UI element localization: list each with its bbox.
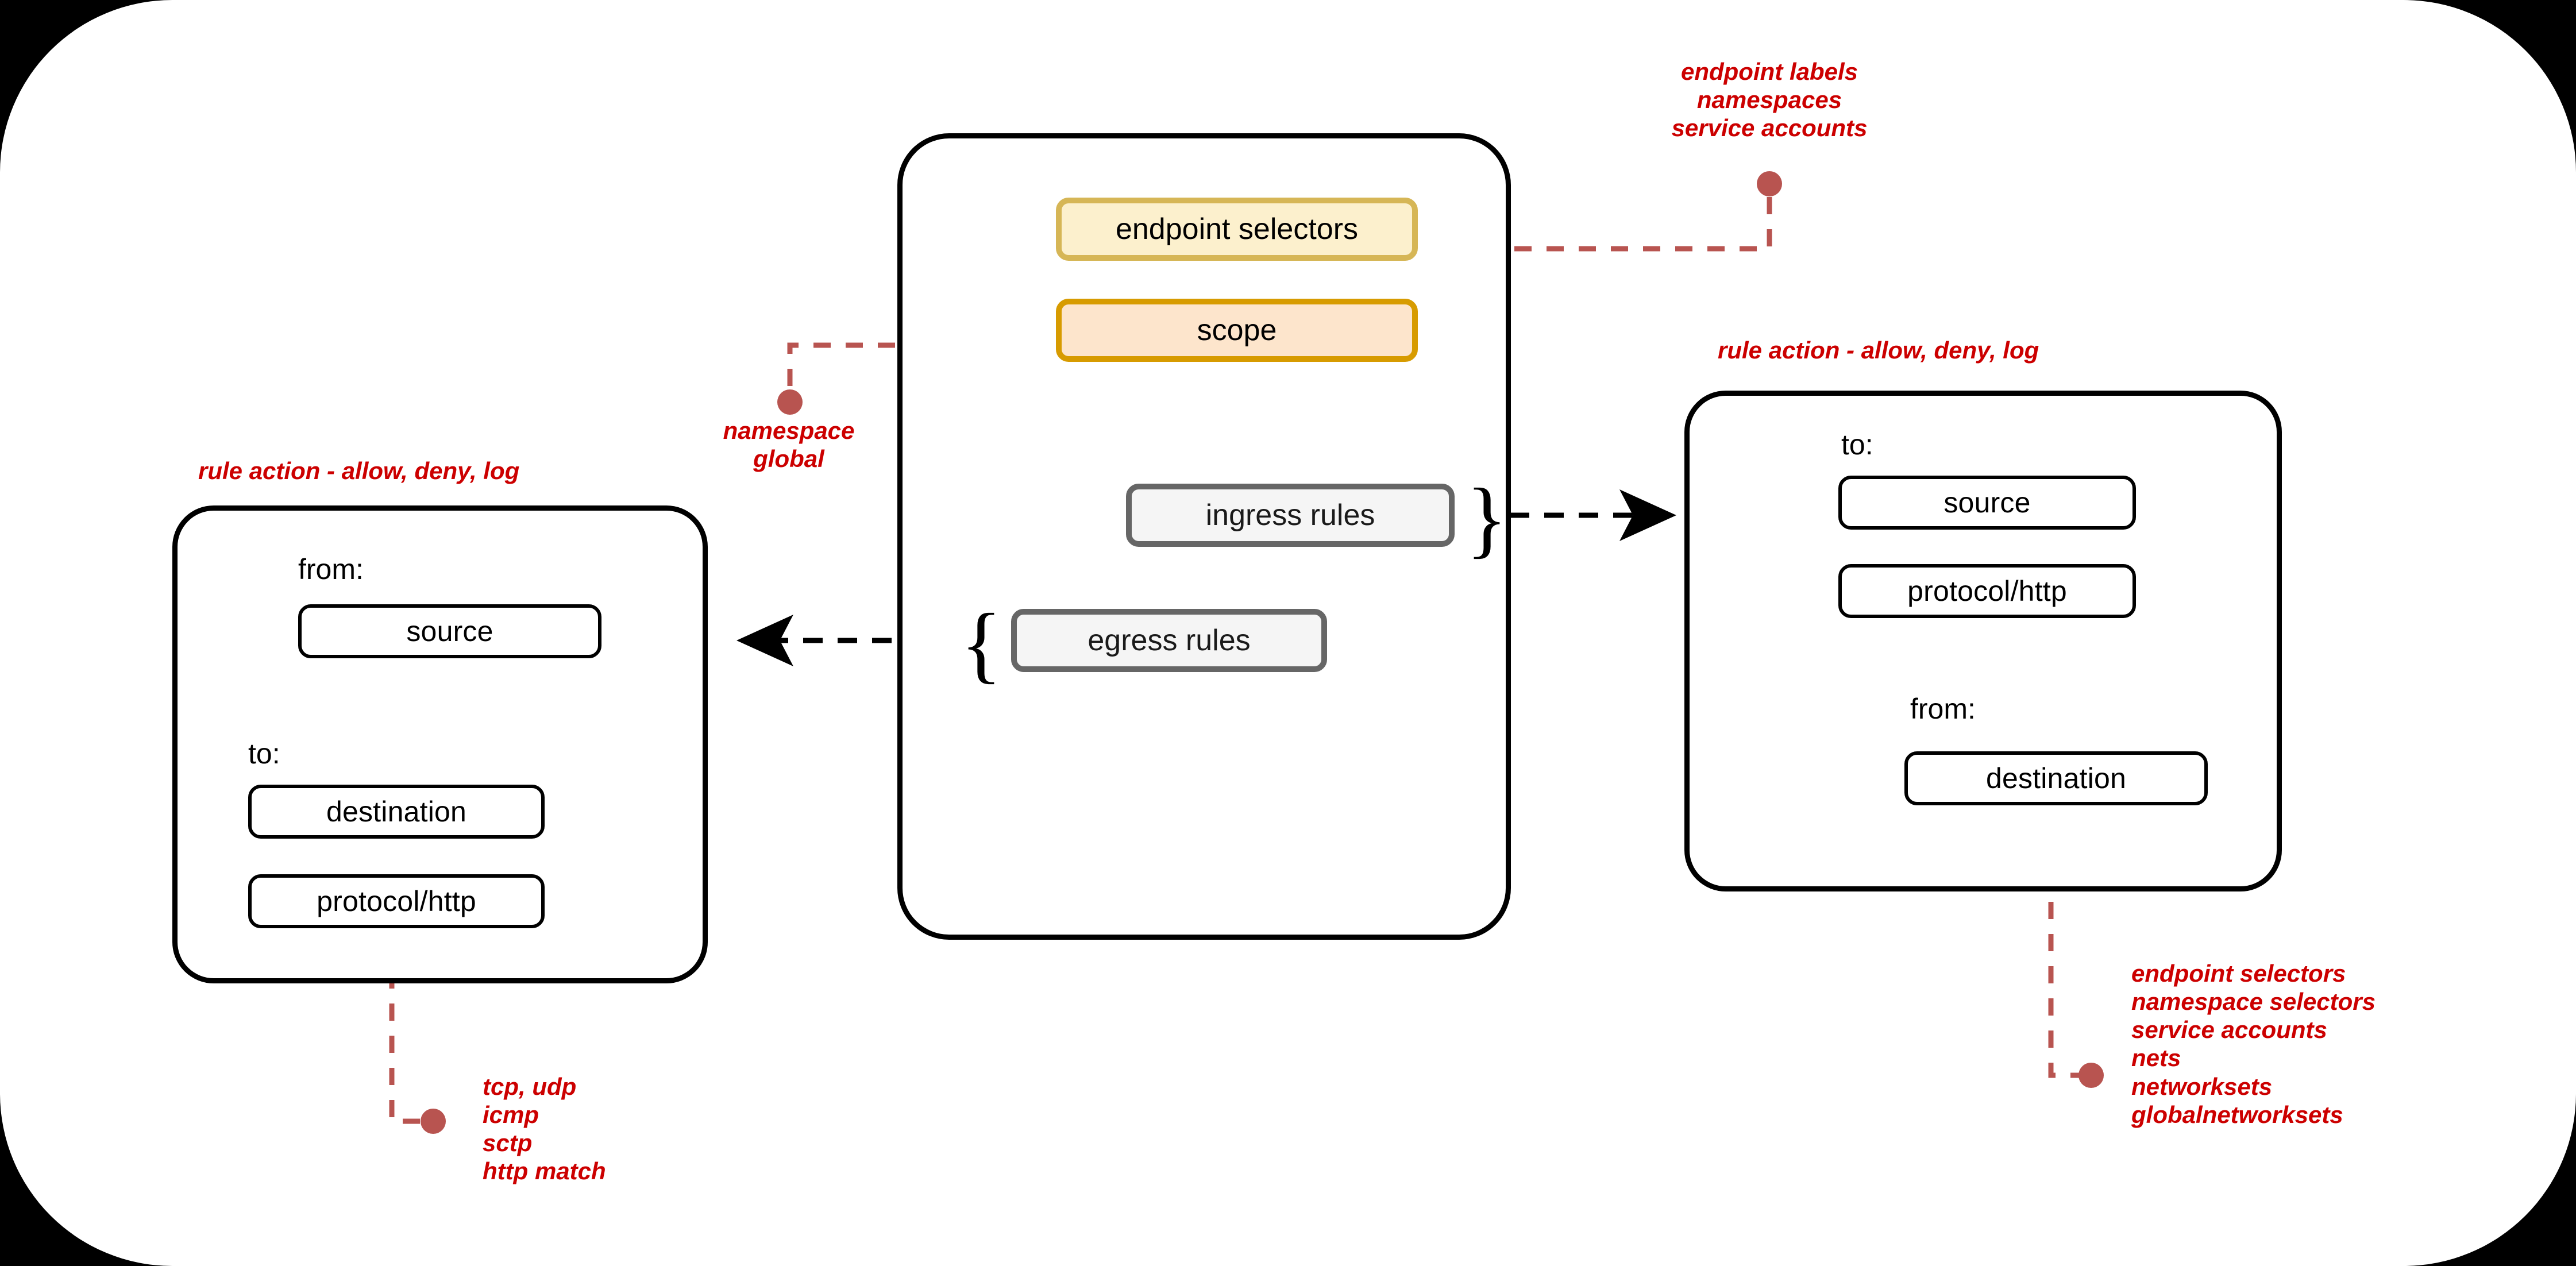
annotation-line: namespace selectors	[2131, 988, 2376, 1016]
egress-to-label: to:	[248, 738, 280, 770]
annotation-line: service accounts	[1671, 114, 1868, 142]
egress-from-source-box[interactable]: source	[298, 604, 601, 658]
annotation-line: http match	[483, 1157, 606, 1185]
annotation-line: endpoint labels	[1680, 58, 1858, 85]
annotation-line: nets	[2131, 1044, 2181, 1072]
annotation-line: icmp	[483, 1101, 539, 1129]
annotation-rule-action-ingress: rule action - allow, deny, log	[1718, 337, 2039, 364]
egress-from-label: from:	[298, 553, 364, 585]
ingress-to-protocol-box[interactable]: protocol/http	[1838, 564, 2136, 618]
ingress-rule-container	[1684, 391, 2282, 891]
annotation-line: tcp, udp	[483, 1073, 577, 1100]
egress-rules-label: egress rules	[1088, 624, 1251, 657]
annotation-protocols: tcp, udp icmp sctp http match	[483, 1072, 606, 1186]
scope-box[interactable]: scope	[1056, 299, 1418, 362]
annotation-line: namespace	[723, 417, 855, 444]
egress-to-destination-label: destination	[326, 796, 467, 828]
egress-to-protocol-box[interactable]: protocol/http	[248, 874, 545, 928]
annotation-destination-selectors: endpoint selectors namespace selectors s…	[2131, 959, 2376, 1129]
egress-to-protocol-label: protocol/http	[317, 885, 476, 917]
annotation-line: service accounts	[2131, 1016, 2327, 1044]
ingress-rules-label: ingress rules	[1205, 499, 1375, 532]
scope-label: scope	[1197, 314, 1277, 347]
annotation-endpoint-selectors: endpoint labels namespaces service accou…	[1640, 57, 1899, 142]
annotation-line: sctp	[483, 1129, 533, 1157]
ingress-to-label: to:	[1841, 429, 1873, 461]
brace-egress-icon: {	[961, 596, 1002, 692]
annotation-line: networksets	[2131, 1072, 2273, 1100]
ingress-to-source-label: source	[1943, 487, 2031, 519]
ingress-to-source-box[interactable]: source	[1838, 476, 2136, 530]
annotation-rule-action-egress: rule action - allow, deny, log	[198, 457, 520, 484]
ingress-to-protocol-label: protocol/http	[1907, 575, 2067, 607]
ingress-from-label: from:	[1910, 693, 1976, 725]
egress-to-destination-box[interactable]: destination	[248, 785, 545, 839]
ingress-from-destination-label: destination	[1985, 762, 2127, 794]
ingress-rules-box[interactable]: ingress rules	[1126, 484, 1455, 547]
annotation-line: global	[753, 445, 824, 473]
annotation-line: endpoint selectors	[2131, 960, 2346, 987]
annotation-line: namespaces	[1696, 86, 1842, 114]
annotation-scope: namespace global	[705, 416, 872, 473]
egress-rules-box[interactable]: egress rules	[1011, 609, 1327, 672]
ingress-from-destination-box[interactable]: destination	[1904, 751, 2208, 805]
annotation-line: globalnetworksets	[2131, 1101, 2343, 1128]
egress-from-source-label: source	[406, 615, 493, 647]
endpoint-selectors-label: endpoint selectors	[1115, 213, 1359, 246]
endpoint-selectors-box[interactable]: endpoint selectors	[1056, 198, 1418, 261]
brace-ingress-icon: }	[1466, 471, 1507, 566]
